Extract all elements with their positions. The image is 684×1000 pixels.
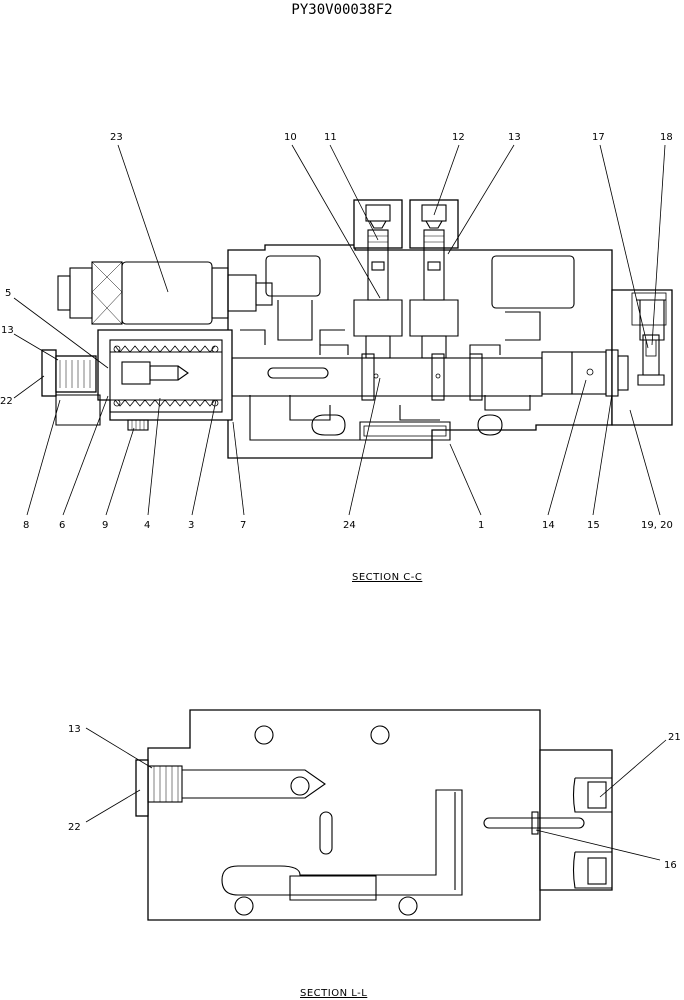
callout-3: 3 xyxy=(188,520,194,531)
callout-18: 18 xyxy=(660,132,673,143)
callout-8: 8 xyxy=(23,520,29,531)
callout-13-ll: 13 xyxy=(68,724,81,735)
callout-17: 17 xyxy=(592,132,605,143)
callout-22: 22 xyxy=(0,396,13,407)
callout-13-left: 13 xyxy=(1,325,14,336)
leader-lines-cc xyxy=(13,144,666,516)
callout-14: 14 xyxy=(542,520,555,531)
drawing-number: PY30V00038F2 xyxy=(291,2,393,18)
valve-body-ll xyxy=(147,709,541,921)
callout-10: 10 xyxy=(284,132,297,143)
section-cc-view: 23 10 11 12 13 17 18 5 13 22 8 6 9 4 3 7… xyxy=(0,132,673,583)
section-ll-view: 13 22 21 16 SECTION L-L xyxy=(68,709,681,999)
callout-16: 16 xyxy=(664,860,677,871)
callout-24: 24 xyxy=(343,520,356,531)
callout-11: 11 xyxy=(324,132,337,143)
section-cc-caption: SECTION C-C xyxy=(352,572,422,583)
callout-21: 21 xyxy=(668,732,681,743)
solenoid-valve xyxy=(57,261,273,325)
callout-6: 6 xyxy=(59,520,65,531)
callout-23: 23 xyxy=(110,132,123,143)
callout-13-top: 13 xyxy=(508,132,521,143)
callout-15: 15 xyxy=(587,520,600,531)
callout-7: 7 xyxy=(240,520,246,531)
callout-12: 12 xyxy=(452,132,465,143)
callout-5: 5 xyxy=(5,288,11,299)
return-spring xyxy=(113,345,219,407)
end-cover xyxy=(611,289,673,426)
leader-lines-ll xyxy=(85,727,667,861)
end-cover-ll xyxy=(539,749,613,891)
section-ll-caption: SECTION L-L xyxy=(300,988,367,999)
callout-1: 1 xyxy=(478,520,484,531)
callout-22-ll: 22 xyxy=(68,822,81,833)
callout-19-20: 19, 20 xyxy=(641,520,673,531)
callout-9: 9 xyxy=(102,520,108,531)
callout-4: 4 xyxy=(144,520,150,531)
